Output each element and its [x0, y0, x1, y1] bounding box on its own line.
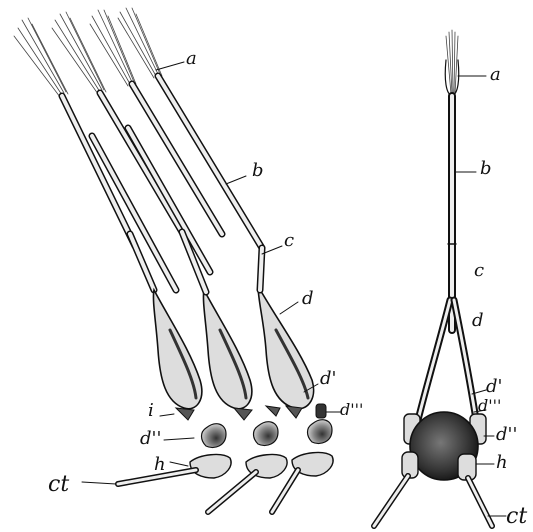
right-label-d-prime: d' — [486, 378, 502, 396]
right-tip-bristles — [446, 30, 458, 94]
left-label-b: b — [252, 162, 264, 180]
pebbles-d2 — [202, 420, 333, 448]
right-fin-ray — [374, 30, 506, 526]
ray-segments-b — [62, 76, 262, 290]
right-label-c: c — [474, 262, 484, 280]
left-fin-rays — [14, 8, 340, 512]
left-label-ct: ct — [48, 474, 69, 496]
right-label-d-triple-prime: d''' — [478, 398, 501, 414]
left-label-c: c — [284, 232, 294, 250]
left-label-i: i — [148, 402, 154, 420]
left-label-d: d — [302, 290, 314, 308]
left-label-a: a — [186, 50, 197, 68]
left-label-d-triple-prime: d''' — [340, 402, 363, 418]
left-label-h: h — [154, 456, 166, 474]
right-label-h: h — [496, 454, 508, 472]
blocks-h-and-ct — [118, 453, 333, 512]
ray-tips-bristles — [14, 8, 162, 97]
left-label-d-prime: d' — [320, 370, 336, 388]
left-label-d-double-prime: d'' — [140, 430, 161, 448]
right-label-d-double-prime: d'' — [496, 426, 517, 444]
right-label-a: a — [490, 66, 501, 84]
right-label-d: d — [472, 312, 484, 330]
right-label-b: b — [480, 160, 492, 178]
right-label-ct: ct — [506, 506, 527, 528]
